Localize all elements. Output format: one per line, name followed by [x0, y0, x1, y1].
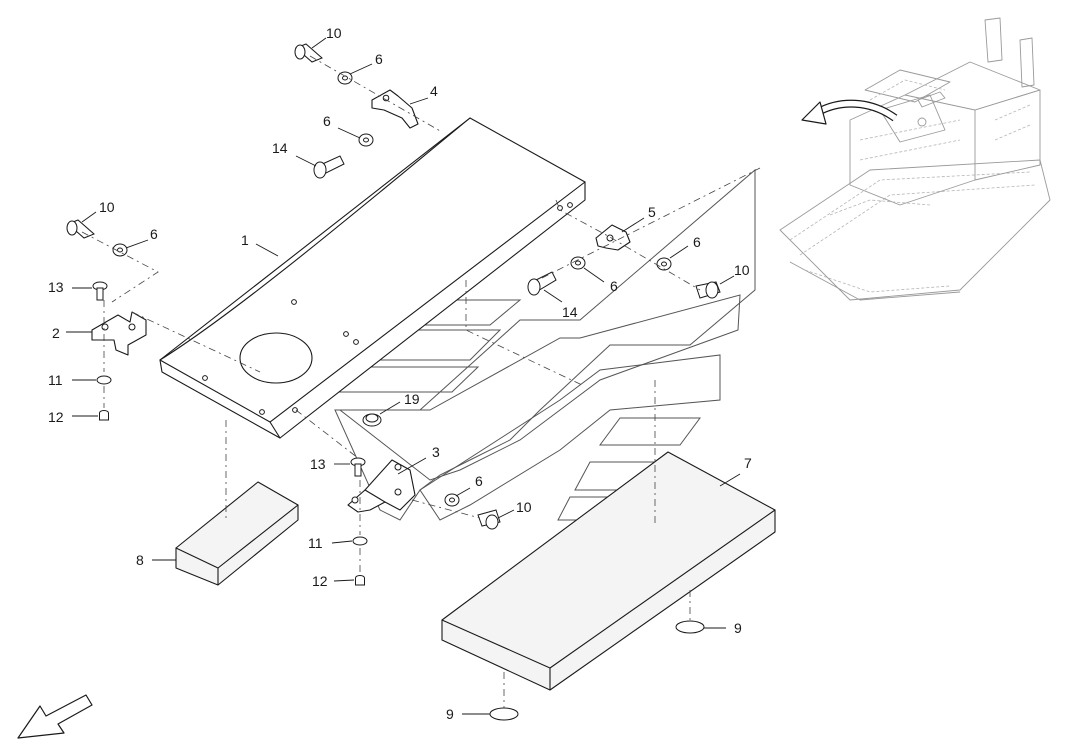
callout-9: 9: [446, 706, 454, 722]
callout-13: 13: [310, 456, 326, 472]
direction-arrow-icon: [17, 694, 93, 739]
callout-12: 12: [312, 573, 328, 589]
leader-lines: [66, 37, 741, 715]
bolt-icon: [477, 509, 501, 530]
callout-6: 6: [323, 113, 331, 129]
callout-4: 4: [430, 83, 438, 99]
callout-19: 19: [404, 391, 420, 407]
callout-10: 10: [99, 199, 115, 215]
washer-icon: [117, 247, 123, 253]
nut-icon: [99, 410, 109, 421]
callout-10: 10: [326, 25, 342, 41]
callout-12: 12: [48, 409, 64, 425]
rivet-icon: [350, 457, 366, 477]
fasteners: [66, 43, 721, 586]
cover-sheet-outline: [334, 168, 756, 521]
bracket-part-3: [347, 459, 416, 513]
callout-1: 1: [241, 232, 249, 248]
bracket-part-2: [91, 311, 147, 356]
nut-icon: [355, 575, 365, 586]
washer-icon: [96, 375, 112, 385]
bolt-icon: [527, 271, 557, 296]
washer-icon: [661, 261, 667, 267]
callout-6: 6: [150, 226, 158, 242]
callout-8: 8: [136, 552, 144, 568]
callout-9: 9: [734, 620, 742, 636]
washer-icon: [449, 497, 455, 503]
callout-11: 11: [48, 372, 63, 388]
machine-overview-sketch: [779, 17, 1051, 301]
callout-10: 10: [734, 262, 750, 278]
bolt-icon: [695, 281, 721, 299]
foam-pad-part-8: [175, 481, 299, 586]
callout-11: 11: [308, 535, 323, 551]
panel-part-1: [159, 117, 586, 439]
callout-6: 6: [610, 278, 618, 294]
washer-icon: [363, 137, 369, 143]
bolt-icon: [313, 155, 345, 179]
callout-3: 3: [432, 444, 440, 460]
callout-13: 13: [48, 279, 64, 295]
callout-6: 6: [693, 234, 701, 250]
rivet-icon: [92, 281, 108, 301]
assembly-axes: [81, 55, 761, 708]
bolt-icon: [294, 43, 323, 63]
callout-6: 6: [375, 51, 383, 67]
callout-2: 2: [52, 325, 60, 341]
callout-labels: 1 2 3 4 5 6 6 6 6 6 6 7 8 9 9 10 10 10 1…: [48, 25, 752, 722]
callout-14: 14: [272, 140, 288, 156]
callout-14: 14: [562, 304, 578, 320]
curved-arrow-icon: [801, 99, 898, 125]
washer-icon: [352, 536, 368, 546]
bolt-icon: [66, 219, 95, 239]
washer-icon: [575, 260, 581, 266]
grommet-icon: [362, 413, 382, 427]
callout-5: 5: [648, 204, 656, 220]
foam-pad-part-7: [441, 451, 776, 691]
callout-7: 7: [744, 455, 752, 471]
callout-10: 10: [516, 499, 532, 515]
callout-6: 6: [475, 473, 483, 489]
